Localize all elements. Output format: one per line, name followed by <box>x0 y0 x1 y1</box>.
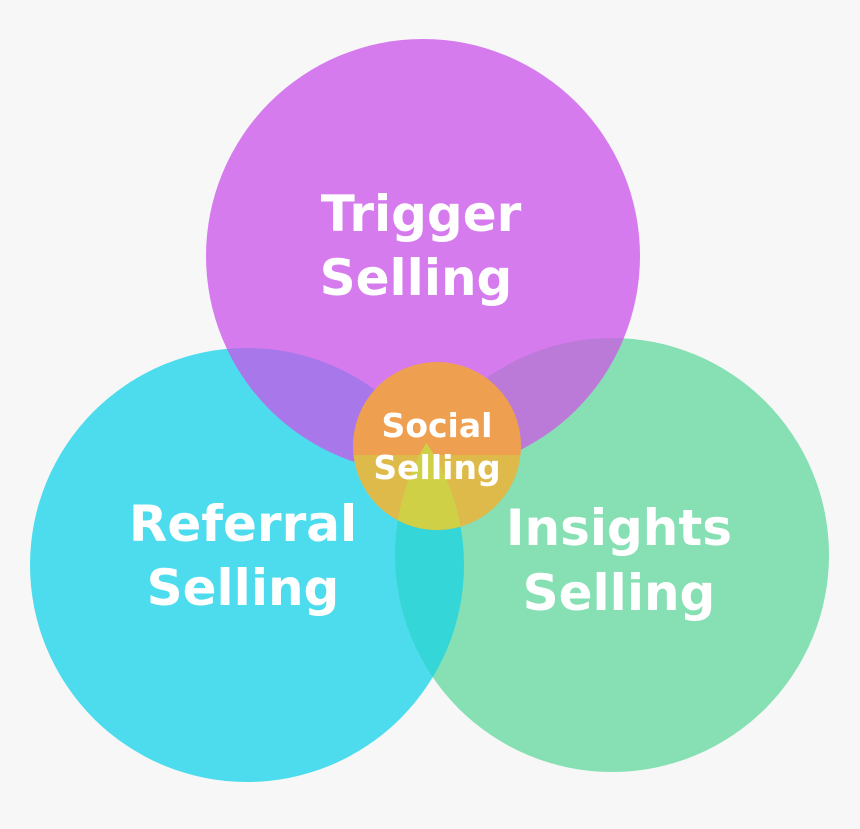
insights-label-line2: Selling <box>523 564 716 622</box>
social-label-line2: Selling <box>373 448 500 487</box>
insights-label-line1: Insights <box>506 499 732 557</box>
social-label-line1: Social <box>382 406 493 445</box>
trigger-label-line2: Selling <box>320 249 513 307</box>
trigger-label-line1: Trigger <box>321 185 522 243</box>
referral-label-line2: Selling <box>147 559 340 617</box>
referral-label-line1: Referral <box>129 495 357 553</box>
